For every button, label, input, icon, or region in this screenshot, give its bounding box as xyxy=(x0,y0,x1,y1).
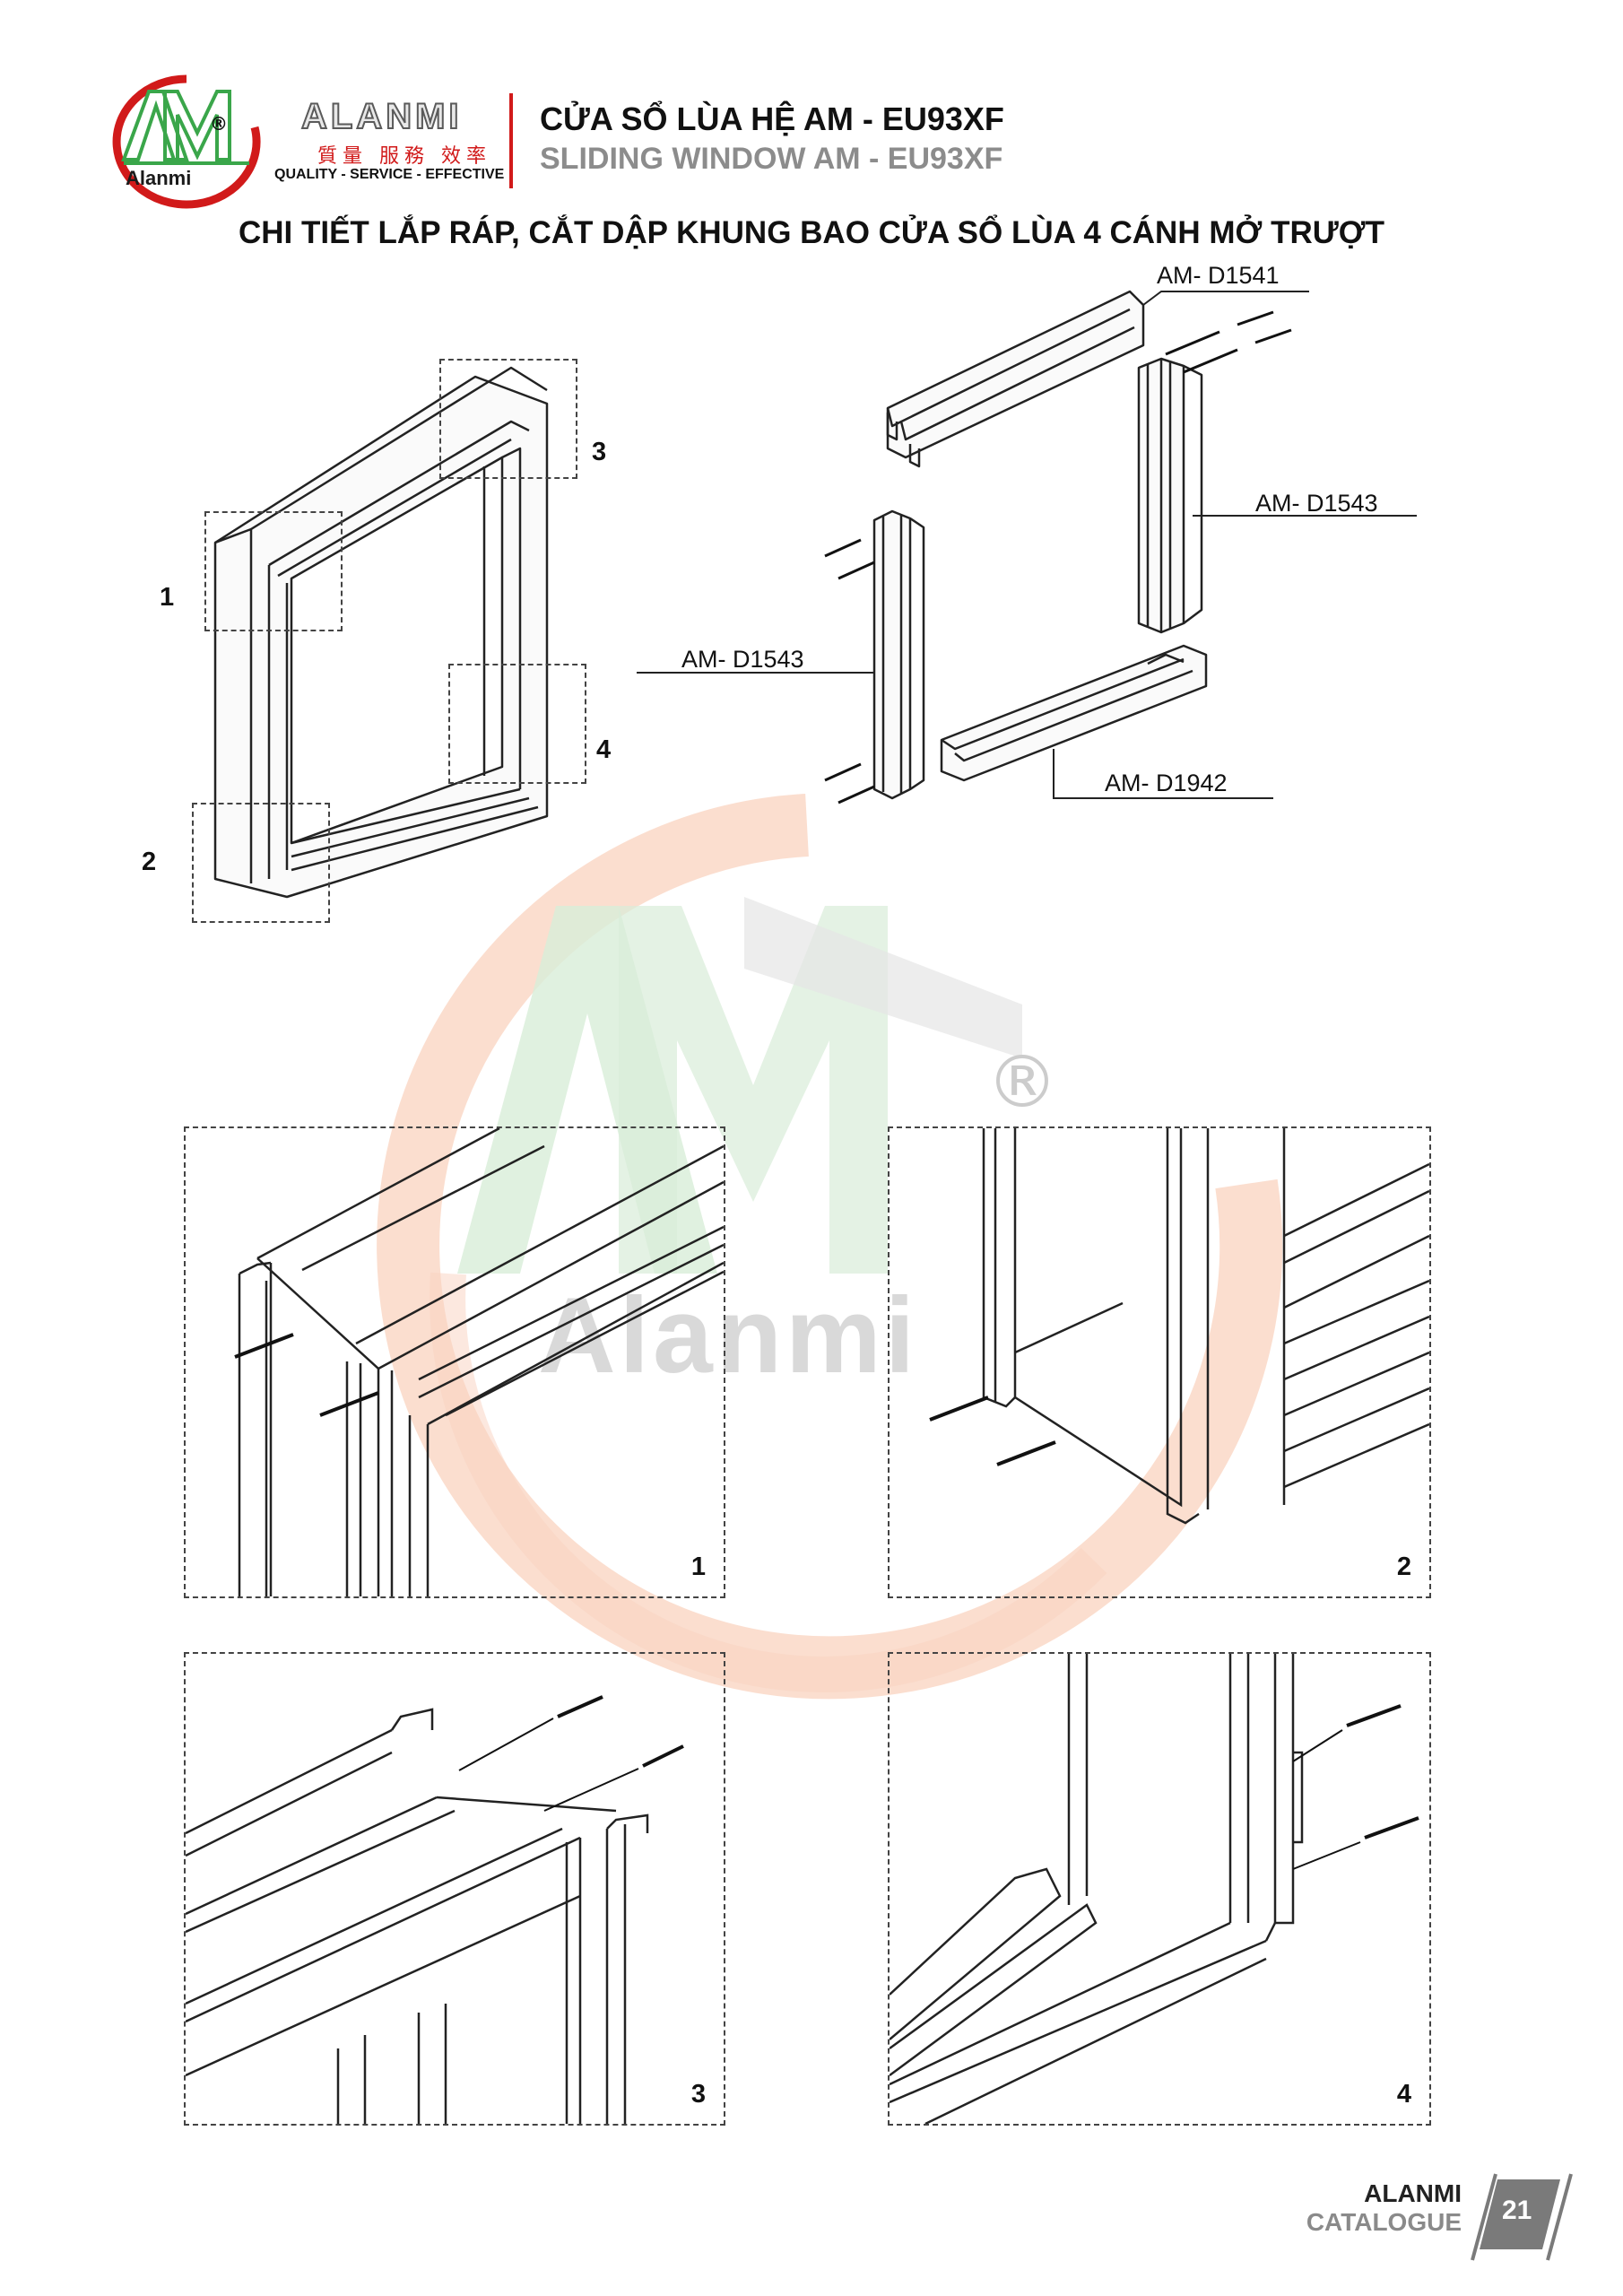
profile-label-top: AM- D1541 xyxy=(1157,262,1280,289)
callout-number-2: 2 xyxy=(142,848,157,876)
callout-number-1: 1 xyxy=(160,583,175,612)
screw xyxy=(1364,1816,1419,1839)
logo: AM ® Alanmi xyxy=(97,74,273,209)
screw xyxy=(929,1396,989,1422)
page-number-badge xyxy=(1480,2179,1560,2249)
callout-box-4 xyxy=(448,664,586,784)
footer-brand: ALANMI xyxy=(1364,2179,1462,2207)
footer: ALANMI CATALOGUE 21 xyxy=(1166,2170,1578,2278)
callout-box-1 xyxy=(204,511,343,631)
detail-panel-2: 2 xyxy=(888,1126,1431,1598)
screw xyxy=(642,1744,684,1768)
screw xyxy=(557,1695,603,1718)
brand-cjk-motto: 質量 服務 效率 xyxy=(317,145,491,168)
leader-top xyxy=(1142,291,1309,306)
profile-label-bottom: AM- D1942 xyxy=(1105,770,1228,796)
screw xyxy=(996,1440,1056,1466)
exploded-view xyxy=(637,269,1453,825)
detail-panel-3: 3 xyxy=(184,1652,725,2126)
page-heading: CHI TIẾT LẮP RÁP, CẮT DẬP KHUNG BAO CỬA … xyxy=(238,215,1384,250)
detail-number-3: 3 xyxy=(690,2080,706,2109)
watermark-registered: ® xyxy=(986,1040,1058,1124)
detail-panel-1: 1 xyxy=(184,1126,725,1598)
callout-number-3: 3 xyxy=(592,438,607,466)
detail-number-4: 4 xyxy=(1396,2080,1411,2109)
header-divider xyxy=(509,93,513,188)
detail-number-2: 2 xyxy=(1396,1552,1411,1581)
watermark: ® Alanmi xyxy=(341,771,1291,1722)
logo-sub: Alanmi xyxy=(126,167,192,189)
screw xyxy=(319,1391,379,1417)
screw xyxy=(234,1333,294,1359)
profile-label-right: AM- D1543 xyxy=(1255,490,1378,517)
logo-registered: ® xyxy=(210,113,228,135)
header: AM ® Alanmi ALANMI 質量 服務 效率 QUALITY - SE… xyxy=(0,0,1623,209)
profile-bottom-d1942 xyxy=(940,644,1208,782)
title-vn: CỬA SỔ LÙA HỆ AM - EU93XF xyxy=(540,100,1004,137)
callout-number-4: 4 xyxy=(596,735,612,764)
leader-bottom xyxy=(1053,749,1273,799)
detail-panel-4: 4 xyxy=(888,1652,1431,2126)
title-en: SLIDING WINDOW AM - EU93XF xyxy=(540,142,1003,176)
callout-box-2 xyxy=(192,803,330,923)
callout-box-3 xyxy=(439,359,577,479)
profile-top-d1541 xyxy=(886,290,1145,459)
screw xyxy=(1346,1704,1402,1727)
profile-label-left: AM- D1543 xyxy=(681,646,804,673)
detail-number-1: 1 xyxy=(690,1552,706,1581)
profile-left-d1543 xyxy=(872,509,912,800)
footer-catalogue: CATALOGUE xyxy=(1306,2208,1462,2236)
brand-tagline: QUALITY - SERVICE - EFFECTIVE xyxy=(274,167,505,182)
brand-wordmark: ALANMI xyxy=(300,96,463,137)
page-number: 21 xyxy=(1502,2196,1532,2225)
logo-ring xyxy=(112,74,261,209)
assembled-frame-view xyxy=(126,341,628,933)
